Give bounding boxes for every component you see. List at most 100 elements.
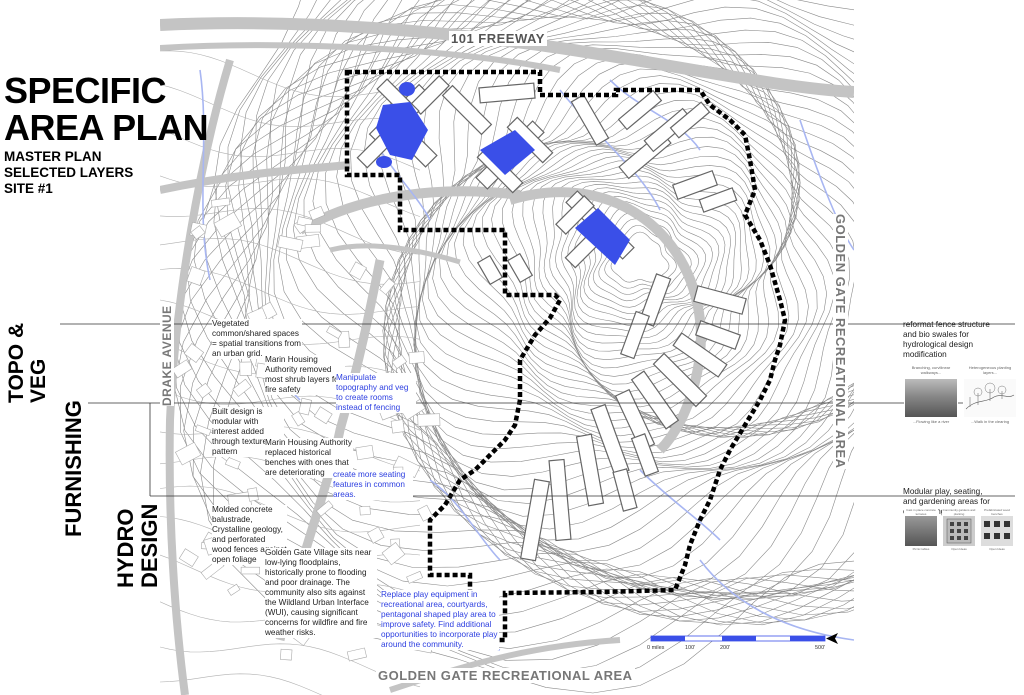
thumbnail-concrete-terraces: Cast in place concrete terraces Picnic t… [904,508,938,554]
contour-line [200,0,854,683]
page-subtitle: MASTER PLAN SELECTED LAYERS SITE #1 [4,149,133,197]
house-outline [316,500,334,517]
house-outline [298,397,313,416]
house-outline [367,526,385,544]
contour-line [278,0,854,600]
note-mha-benches: Marin Housing Authority replaced histori… [265,438,353,478]
scale-label-500: 500' [815,645,826,651]
building-footprint [575,433,605,507]
house-outline [247,487,259,502]
contour-line [225,0,854,612]
contour-line [174,0,854,620]
house-outline [175,441,202,466]
building-footprint [652,352,708,408]
title-line-1: SPECIFIC [4,70,167,111]
note-manipulate-topography: Manipulate topography and veg to create … [336,373,416,413]
note-golden-gate-village: Golden Gate Village sits near low-lying … [265,548,377,638]
contour-line [325,0,854,579]
building-footprint [570,94,610,146]
house-outline [291,411,306,427]
building-footprint [506,252,534,284]
house-outline [232,378,252,397]
contour-line [462,118,796,420]
contour-line [350,0,854,561]
house-outline [210,197,231,208]
contour-line [389,4,854,491]
site-boundary [344,69,788,643]
terrace-photo [905,516,937,546]
building-footprint [669,101,711,139]
contour-line [173,0,854,621]
contour-line [286,0,854,599]
contour-line [303,0,854,591]
note-vegetated: Vegetated common/shared spaces = spatial… [212,319,302,359]
building-footprint [694,320,742,350]
building-footprint [612,468,638,512]
section-label-hydro-design-text: HYDRO DESIGN [113,503,162,588]
contour-line [415,56,844,437]
thumb-caption-bottom: Open Ideas [989,547,1005,551]
section-label-topo-veg-text: TOPO & VEG [5,322,50,403]
planting-sketch [964,379,1016,417]
thumbnail-curvilinear-walkways: Branching, curvilinear walkways... ...Fl… [904,365,958,427]
contour-line [192,0,854,674]
house-outline [308,205,326,221]
house-outline [313,406,333,425]
house-outline [337,330,351,349]
thumb-caption-top: Heterogeneous planting layers... [968,365,1012,375]
contour-line [176,0,854,624]
subtitle-line-1: MASTER PLAN [4,149,102,164]
house-outline [277,235,304,253]
contour-line [393,12,854,477]
house-outline [190,225,206,240]
house-outline [355,444,375,461]
house-outline [186,266,206,286]
house-outline [178,548,199,567]
contour-line [312,0,854,586]
house-outline [239,361,253,376]
thumb-caption-top: Branching, curvilinear walkways... [911,365,951,375]
building-footprint [698,187,738,213]
note-replace-play: Replace play equipment in recreational a… [381,590,499,650]
section-label-hydro-design: HYDRO DESIGN [113,504,162,588]
scale-label-0: 0 miles [647,645,665,651]
thumb-caption-top: Cast in place concrete terraces [906,508,936,516]
house-outline [304,224,321,233]
contour-line [385,0,854,504]
building-footprint [672,332,728,378]
contour-line [180,0,854,649]
contour-line [193,0,854,624]
section-label-furnishing: FURNISHING [61,400,86,537]
thumb-caption-top: Community gardens and planting [942,508,976,516]
thumbnail-planting-layers: Heterogeneous planting layers... ...Walk… [963,365,1017,427]
house-outline [391,354,408,370]
house-outline [326,325,343,339]
contour-line [213,0,854,694]
walkway-photo [905,379,957,417]
building-footprint [548,458,572,542]
note-seating: create more seating features in common a… [333,470,413,500]
house-outline [390,419,405,434]
building-footprint [555,195,595,235]
scale-label-200: 200' [720,645,731,651]
freeway-label: 101 FREEWAY [449,31,547,46]
contour-line [432,83,809,436]
section-label-topo-veg: TOPO & VEG [5,283,50,403]
house-outline [171,359,193,379]
note-mha-shrub: Marin Housing Authority removed most shr… [265,355,345,395]
subtitle-line-3: SITE #1 [4,181,53,196]
house-outline [408,351,426,364]
ggra-right-label: GOLDEN GATE RECREATIONAL AREA [833,214,848,469]
house-outline [348,261,367,281]
house-outline [227,583,241,596]
thumbnail-wood-benches: Prefabricated wood benches Open Ideas [980,508,1014,554]
building-footprint [693,285,747,315]
house-outline [379,277,396,296]
page-title: SPECIFIC AREA PLAN [4,70,209,146]
house-outline [195,382,212,399]
contour-line [160,50,421,97]
thumb-caption-bottom: Picnic tables [912,547,930,551]
contour-line [183,0,854,661]
contour-line [561,184,731,339]
building-footprint [619,310,651,360]
